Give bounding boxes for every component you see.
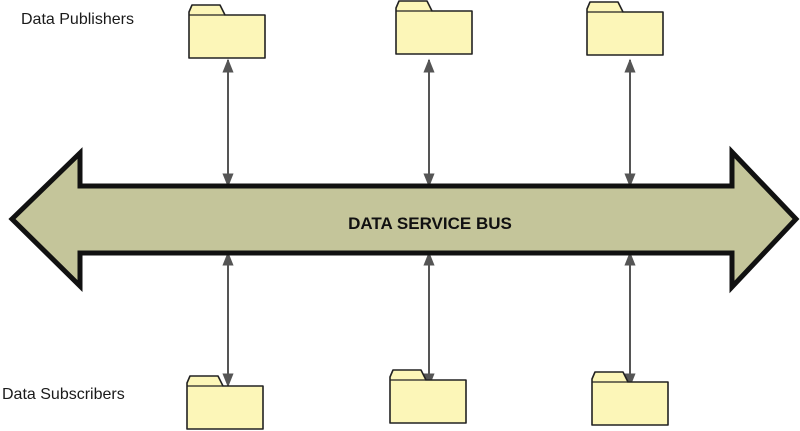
subscriber-2-folder-icon: [389, 369, 467, 424]
publisher-1-folder-icon: [188, 4, 266, 59]
publisher-2-folder-icon: [395, 0, 473, 55]
publisher-folders: [188, 0, 664, 59]
publishers-label: Data Publishers: [21, 11, 134, 28]
connectors: [222, 58, 636, 388]
data-service-bus-arrow: [8, 145, 800, 294]
publisher-3-folder-icon: [586, 1, 664, 56]
subscriber-1-folder-icon: [186, 375, 264, 430]
subscriber-3-folder-icon: [591, 371, 669, 426]
subscribers-label: Data Subscribers: [2, 386, 125, 403]
data-service-bus-label: DATA SERVICE BUS: [348, 214, 512, 233]
subscriber-folders: [186, 369, 669, 430]
